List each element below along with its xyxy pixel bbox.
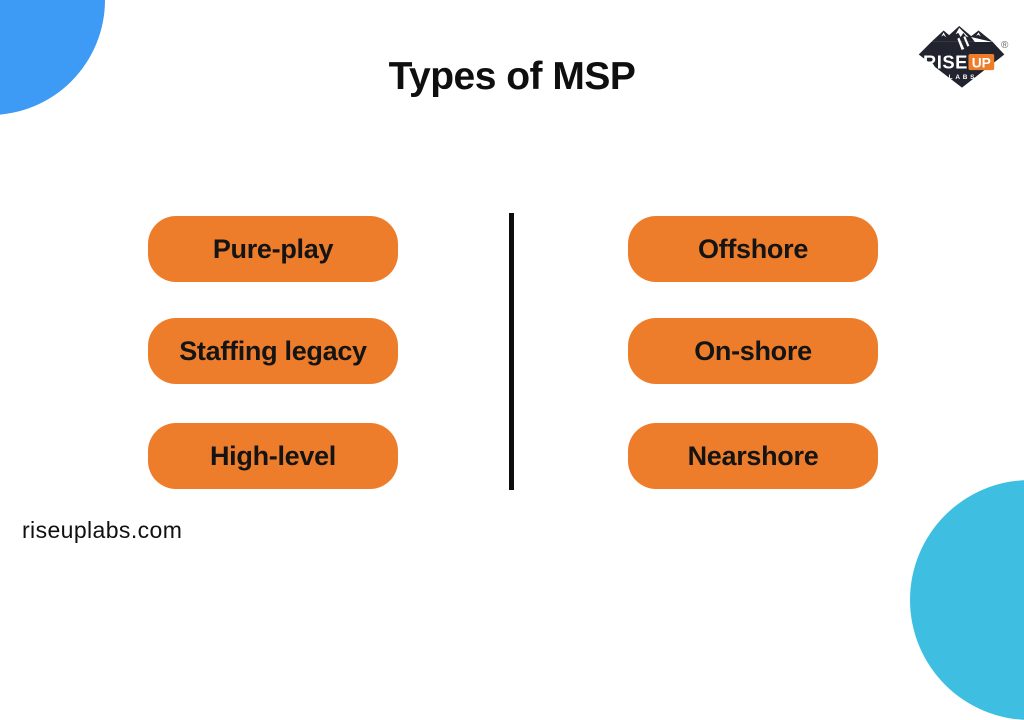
msp-type-on-shore: On-shore bbox=[628, 318, 878, 384]
registered-trademark-symbol: ® bbox=[1001, 40, 1009, 51]
msp-type-high-level: High-level bbox=[148, 423, 398, 489]
msp-type-pure-play: Pure-play bbox=[148, 216, 398, 282]
website-url: riseuplabs.com bbox=[22, 517, 183, 543]
logo-text-labs: LABS bbox=[949, 74, 978, 81]
page-title: Types of MSP bbox=[388, 55, 636, 98]
mountain-badge-icon: RISE UP LABS bbox=[918, 25, 1005, 88]
logo-text-up: UP bbox=[972, 55, 991, 70]
vertical-divider bbox=[509, 213, 514, 490]
logo-up-box bbox=[968, 54, 995, 71]
msp-type-staffing-legacy: Staffing legacy bbox=[148, 318, 398, 384]
msp-type-nearshore: Nearshore bbox=[628, 423, 878, 489]
decorative-circle-bottom-right bbox=[910, 480, 1024, 720]
logo-text-rise: RISE bbox=[923, 51, 968, 72]
riseuplabs-logo: RISE UP LABS bbox=[916, 25, 1008, 95]
msp-type-offshore: Offshore bbox=[628, 216, 878, 282]
